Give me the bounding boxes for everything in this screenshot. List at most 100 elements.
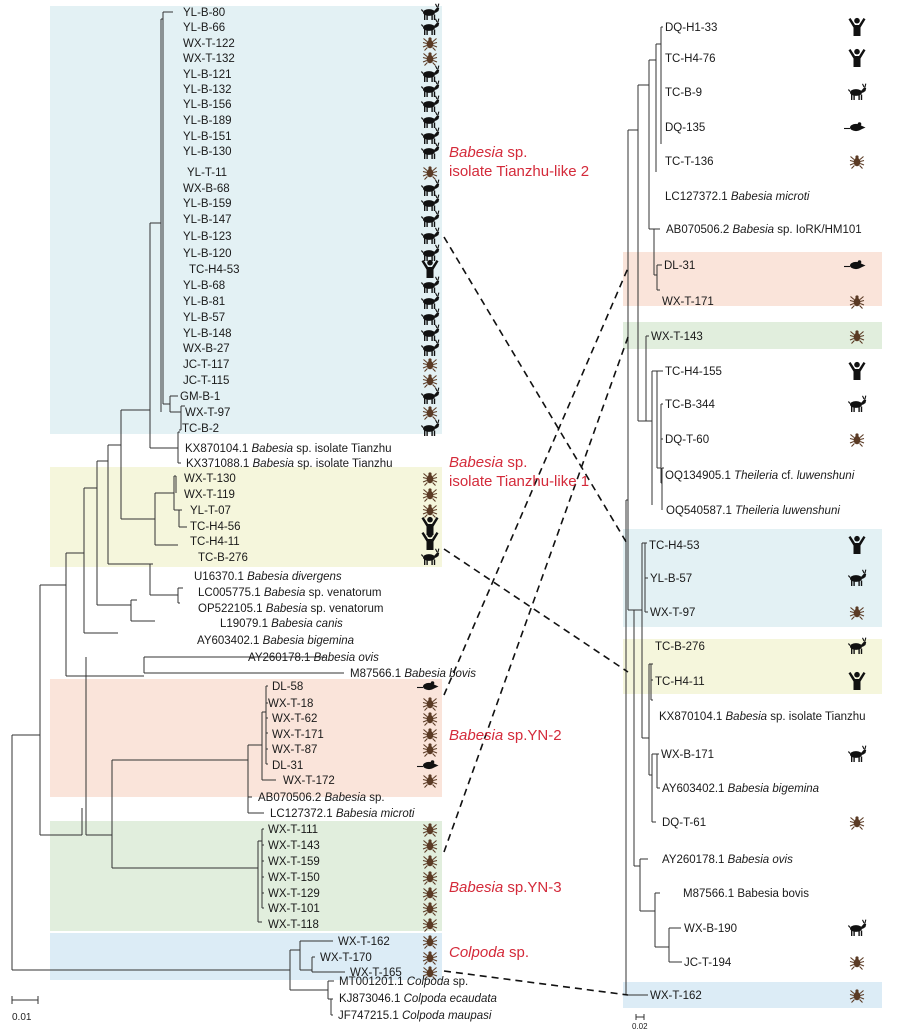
left-taxon-label: AY260178.1 Babesia ovis [248,652,379,664]
clade-label-yn2: Babesia sp.YN-2 [449,727,562,744]
connector-tianzhu-like-2 [443,236,629,546]
right-taxon-label: WX-B-190 [684,923,737,935]
right-taxon-label: DQ-H1-33 [665,22,717,34]
tick-icon [849,154,865,170]
left-taxon-label: WX-B-68 [183,183,230,195]
left-taxon-label: WX-T-132 [183,53,235,65]
left-taxon-label: YL-B-130 [183,146,232,158]
left-taxon-label: TC-H4-11 [190,536,240,548]
right-taxon-label: TC-T-136 [665,156,714,168]
clade-bg-tianzhu-like-1 [50,467,442,567]
right-taxon-label: TC-B-344 [665,399,715,411]
left-taxon-label: WX-T-87 [272,744,317,756]
left-taxon-label: WX-T-97 [185,407,230,419]
left-taxon-label: JF747215.1 Colpoda maupasi [338,1010,492,1022]
clade-bg-yn3 [50,821,442,931]
left-clade-backgrounds [50,6,442,980]
left-taxon-label: OP522105.1 Babesia sp. venatorum [198,603,383,615]
right-taxon-label: AB070506.2 Babesia sp. IoRK/HM101 [666,224,862,236]
human-icon [848,48,866,67]
left-taxon-label: JC-T-117 [183,359,229,371]
left-scale-bar: 0.01 [11,996,39,1023]
left-taxon-label: WX-T-172 [283,775,335,787]
left-taxon-label: YL-B-81 [183,296,225,308]
human-icon [848,17,866,36]
left-taxon-label: DL-31 [272,760,303,772]
goat-icon [847,395,867,413]
left-taxon-label: YL-B-132 [183,84,232,96]
right-scale-label: 0.02 [632,1022,648,1031]
clade-bg-tianzhu-like-2 [50,6,442,434]
left-taxon-label: YL-T-07 [190,505,231,517]
left-taxon-label: YL-B-121 [183,69,232,81]
right-taxon-label: WX-B-171 [661,749,714,761]
clade-label-tianzhu-like-1: Babesia sp. isolate Tianzhu-like 1 [449,454,589,490]
human-icon [848,361,866,380]
right-taxon-label: DL-31 [664,260,695,272]
left-taxon-label: LC127372.1 Babesia microti [270,808,415,820]
left-taxon-label: YL-B-120 [183,248,232,260]
clade-bg-yn2 [50,679,442,797]
clade-label-tianzhu-like-2: Babesia sp. isolate Tianzhu-like 2 [449,144,589,180]
right-taxon-label: WX-T-171 [662,296,714,308]
right-bg-pink [623,252,882,306]
right-clade-backgrounds [623,252,882,1008]
left-taxon-label: YL-B-68 [183,280,225,292]
left-taxon-label: GM-B-1 [180,391,220,403]
right-scale-bar: 0.02 [632,1014,648,1031]
left-taxon-label: TC-H4-53 [189,264,239,276]
right-bg-blue [623,529,882,627]
right-taxon-label: TC-H4-53 [649,540,699,552]
left-taxon-label: WX-T-162 [338,936,390,948]
left-taxon-label: YL-B-156 [183,99,232,111]
right-taxon-label: TC-B-276 [655,641,705,653]
right-taxon-label: TC-H4-155 [665,366,722,378]
clade-bg-colpoda [50,933,442,980]
left-taxon-label: WX-T-143 [268,840,320,852]
left-taxon-label: M87566.1 Babesia bovis [350,668,476,680]
left-taxon-label: YL-T-11 [187,167,227,179]
left-taxon-label: KX371088.1 Babesia sp. isolate Tianzhu [186,458,393,470]
left-taxon-label: YL-B-151 [183,131,232,143]
left-taxon-label: WX-T-62 [272,713,317,725]
left-taxon-label: KJ873046.1 Colpoda ecaudata [339,993,497,1005]
connector-colpoda [443,970,629,996]
left-taxon-label: YL-B-80 [183,7,225,19]
left-taxon-label: TC-B-2 [182,423,219,435]
left-taxon-label: YL-B-123 [183,231,232,243]
left-tree-leaves: YL-B-80YL-B-66WX-T-122WX-T-132YL-B-121YL… [180,3,497,1022]
left-taxon-label: WX-T-18 [268,698,313,710]
left-tree-branches [11,11,345,1016]
right-bg-lightblue [623,982,882,1008]
left-taxon-label: U16370.1 Babesia divergens [194,571,342,583]
clade-label-colpoda: Colpoda sp. [449,944,529,961]
connector-yn2 [443,267,629,696]
left-taxon-label: AY603402.1 Babesia bigemina [197,635,354,647]
right-taxon-label: DQ-135 [665,122,705,134]
left-taxon-label: TC-H4-56 [190,521,240,533]
connector-lines [443,236,629,996]
clade-labels: Babesia sp. isolate Tianzhu-like 2 Babes… [449,144,589,961]
right-taxon-label: WX-T-143 [651,331,703,343]
right-taxon-label: DQ-T-60 [665,434,709,446]
right-taxon-label: DQ-T-61 [662,817,706,829]
tick-icon [849,815,865,831]
left-taxon-label: WX-B-27 [183,343,230,355]
connector-yn3 [443,336,629,853]
right-taxon-label: WX-T-97 [650,607,695,619]
left-taxon-label: WX-T-101 [268,903,320,915]
left-taxon-label: YL-B-147 [183,214,232,226]
left-taxon-label: TC-B-276 [198,552,248,564]
left-taxon-label: MT001201.1 Colpoda sp. [339,976,468,988]
left-taxon-label: YL-B-189 [183,115,232,127]
right-tree-branches [625,26,682,996]
left-taxon-label: WX-T-130 [184,473,236,485]
left-taxon-label: WX-T-171 [272,729,324,741]
right-taxon-label: TC-B-9 [665,87,702,99]
right-taxon-label: TC-H4-11 [655,676,705,688]
left-taxon-label: WX-T-111 [268,824,318,836]
right-taxon-label: OQ540587.1 Theileria luwenshuni [666,505,840,517]
left-taxon-label: JC-T-115 [183,375,229,387]
left-taxon-label: WX-T-159 [268,856,320,868]
